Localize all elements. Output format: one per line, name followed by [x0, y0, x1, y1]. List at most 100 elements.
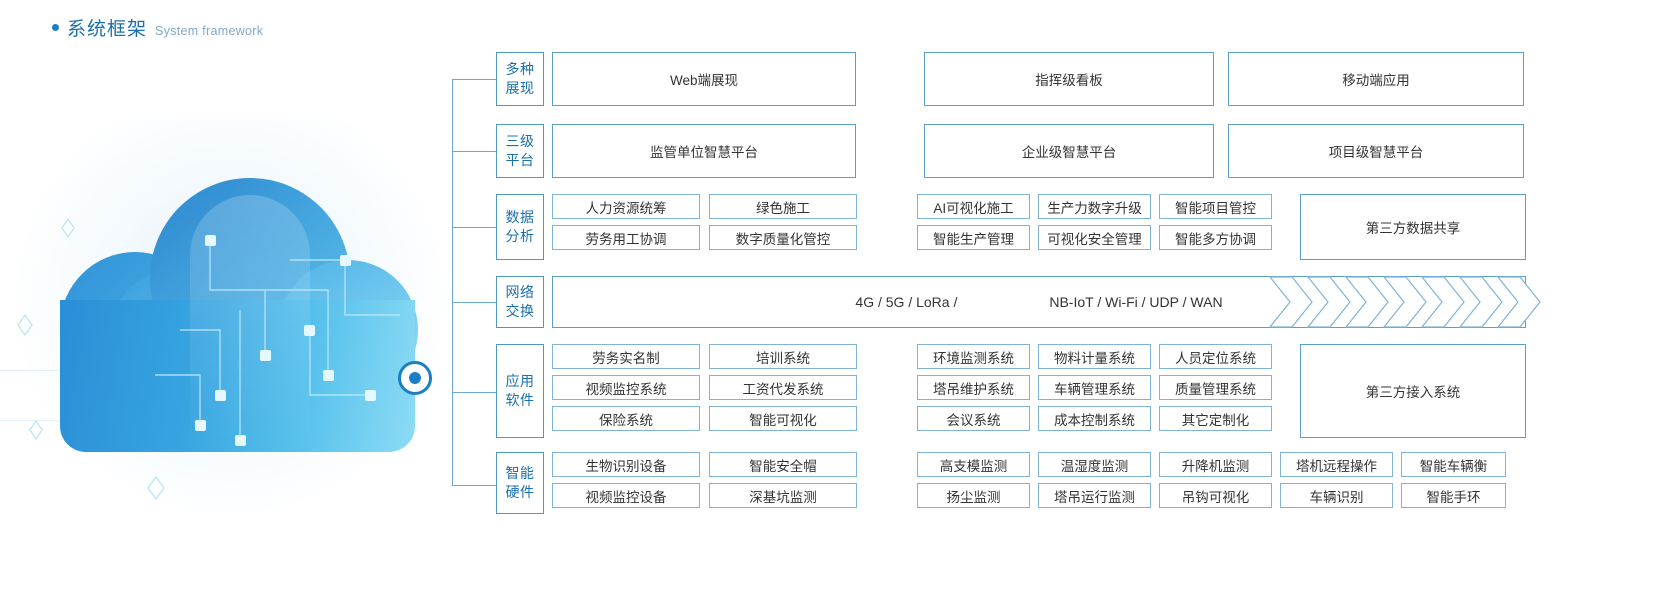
tree-branch: [452, 227, 496, 228]
row-label-platform: 三级 平台: [496, 124, 544, 178]
card-quality-management[interactable]: 质量管理系统: [1159, 375, 1272, 400]
circuit-overlay: [60, 180, 420, 455]
card-labor-real-name[interactable]: 劳务实名制: [552, 344, 700, 369]
row-label-line1: 网络: [505, 284, 535, 300]
row-label-line2: 展现: [505, 80, 535, 96]
card-hook-visualization[interactable]: 吊钩可视化: [1159, 483, 1272, 508]
row-application-software: 应用 软件 劳务实名制 培训系统 环境监测系统 物料计量系统 人员定位系统 视频…: [496, 344, 1526, 438]
cell-row: 监管单位智慧平台 企业级智慧平台 项目级智慧平台: [552, 124, 1526, 178]
card-crane-maintenance[interactable]: 塔吊维护系统: [917, 375, 1030, 400]
card-smart-multiparty[interactable]: 智能多方协调: [1159, 225, 1272, 250]
row-label-display: 多种 展现: [496, 52, 544, 106]
card-training-system[interactable]: 培训系统: [709, 344, 857, 369]
card-high-formwork-monitoring[interactable]: 高支模监测: [917, 452, 1030, 477]
row-label-network: 网络 交换: [496, 276, 544, 328]
row-display: 多种 展现 Web端展现 指挥级看板 移动端应用: [496, 52, 1526, 106]
tree-branch: [452, 151, 496, 152]
row-smart-hardware: 智能 硬件 生物识别设备 智能安全帽 高支模监测 温湿度监测 升降机监测 塔机远…: [496, 452, 1526, 514]
bullet-icon: [52, 24, 59, 31]
card-meeting-system[interactable]: 会议系统: [917, 406, 1030, 431]
row-label-line2: 分析: [505, 228, 535, 244]
card-payroll-system[interactable]: 工资代发系统: [709, 375, 857, 400]
chevron-arrows-icon: [1268, 276, 1541, 328]
cell-row: 生物识别设备 智能安全帽 高支模监测 温湿度监测 升降机监测 塔机远程操作 智能…: [552, 452, 1670, 477]
floating-sparks-icon: [17, 217, 165, 501]
card-biometric-device[interactable]: 生物识别设备: [552, 452, 700, 477]
card-material-metering[interactable]: 物料计量系统: [1038, 344, 1151, 369]
row-platform: 三级 平台 监管单位智慧平台 企业级智慧平台 项目级智慧平台: [496, 124, 1526, 178]
card-video-monitoring-device[interactable]: 视频监控设备: [552, 483, 700, 508]
cell-row: 保险系统 智能可视化 会议系统 成本控制系统 其它定制化: [552, 406, 1292, 431]
row-platform-cells: 监管单位智慧平台 企业级智慧平台 项目级智慧平台: [552, 124, 1526, 178]
decor-line: [0, 420, 60, 421]
card-green-construction[interactable]: 绿色施工: [709, 194, 857, 219]
tree-branch: [452, 79, 496, 80]
row-label-hardware: 智能 硬件: [496, 452, 544, 514]
page-title-en: System framework: [155, 24, 264, 38]
card-smart-project-control[interactable]: 智能项目管控: [1159, 194, 1272, 219]
card-smart-helmet[interactable]: 智能安全帽: [709, 452, 857, 477]
row-label-line2: 硬件: [505, 484, 535, 500]
row-label-line2: 软件: [505, 392, 535, 408]
cell-row: Web端展现 指挥级看板 移动端应用: [552, 52, 1526, 106]
card-dust-monitoring[interactable]: 扬尘监测: [917, 483, 1030, 508]
card-ai-visual-construction[interactable]: AI可视化施工: [917, 194, 1030, 219]
page-title: 系统框架 System framework: [52, 14, 263, 41]
cloud-illustration: [0, 120, 470, 560]
row-data-analysis: 数据 分析 人力资源统筹 绿色施工 AI可视化施工 生产力数字升级 智能项目管控…: [496, 194, 1526, 260]
cloud-connector-node: [398, 361, 432, 395]
cell-row: 视频监控设备 深基坑监测 扬尘监测 塔吊运行监测 吊钩可视化 车辆识别 智能手环: [552, 483, 1670, 508]
row-label-line1: 多种: [505, 61, 535, 77]
card-hr-planning[interactable]: 人力资源统筹: [552, 194, 700, 219]
row-app-cells: 劳务实名制 培训系统 环境监测系统 物料计量系统 人员定位系统 视频监控系统 工…: [552, 344, 1292, 438]
card-smart-wristband[interactable]: 智能手环: [1401, 483, 1506, 508]
row-label-line1: 智能: [505, 465, 535, 481]
card-web-display[interactable]: Web端展现: [552, 52, 856, 106]
card-vehicle-management[interactable]: 车辆管理系统: [1038, 375, 1151, 400]
circuit-lines-icon: [155, 235, 400, 446]
network-flow-arrows: [1268, 276, 1568, 328]
card-hoist-monitoring[interactable]: 升降机监测: [1159, 452, 1272, 477]
cell-row: 视频监控系统 工资代发系统 塔吊维护系统 车辆管理系统 质量管理系统: [552, 375, 1292, 400]
page-title-zh: 系统框架: [67, 19, 148, 40]
card-project-platform[interactable]: 项目级智慧平台: [1228, 124, 1524, 178]
card-enterprise-platform[interactable]: 企业级智慧平台: [924, 124, 1214, 178]
card-smart-visualization[interactable]: 智能可视化: [709, 406, 857, 431]
card-supervision-platform[interactable]: 监管单位智慧平台: [552, 124, 856, 178]
card-crane-remote-operation[interactable]: 塔机远程操作: [1280, 452, 1393, 477]
card-digital-quality-control[interactable]: 数字质量化管控: [709, 225, 857, 250]
card-environment-monitoring[interactable]: 环境监测系统: [917, 344, 1030, 369]
card-third-party-data-sharing[interactable]: 第三方数据共享: [1300, 194, 1526, 260]
tree-branch: [452, 485, 496, 486]
card-smart-weighbridge[interactable]: 智能车辆衡: [1401, 452, 1506, 477]
row-label-line1: 数据: [505, 209, 535, 225]
card-personnel-positioning[interactable]: 人员定位系统: [1159, 344, 1272, 369]
card-insurance-system[interactable]: 保险系统: [552, 406, 700, 431]
tree-branch: [452, 302, 496, 303]
card-video-surveillance-system[interactable]: 视频监控系统: [552, 375, 700, 400]
cloud-base: [60, 300, 415, 452]
row-hw-cells: 生物识别设备 智能安全帽 高支模监测 温湿度监测 升降机监测 塔机远程操作 智能…: [552, 452, 1670, 514]
card-crane-operation-monitoring[interactable]: 塔吊运行监测: [1038, 483, 1151, 508]
card-labor-coordination[interactable]: 劳务用工协调: [552, 225, 700, 250]
tree-branch: [452, 392, 496, 393]
row-data-cells: 人力资源统筹 绿色施工 AI可视化施工 生产力数字升级 智能项目管控 劳务用工协…: [552, 194, 1292, 260]
card-mobile-app[interactable]: 移动端应用: [1228, 52, 1524, 106]
card-third-party-access-system[interactable]: 第三方接入系统: [1300, 344, 1526, 438]
decor-line: [0, 370, 90, 371]
tree-spine: [452, 79, 453, 485]
row-label-line1: 应用: [505, 373, 535, 389]
cell-row: 劳务用工协调 数字质量化管控 智能生产管理 可视化安全管理 智能多方协调: [552, 225, 1292, 250]
card-command-dashboard[interactable]: 指挥级看板: [924, 52, 1214, 106]
row-label-line1: 三级: [505, 133, 535, 149]
card-smart-production-mgmt[interactable]: 智能生产管理: [917, 225, 1030, 250]
row-label-data-analysis: 数据 分析: [496, 194, 544, 260]
card-other-customization[interactable]: 其它定制化: [1159, 406, 1272, 431]
card-vehicle-recognition[interactable]: 车辆识别: [1280, 483, 1393, 508]
card-temp-humidity-monitoring[interactable]: 温湿度监测: [1038, 452, 1151, 477]
network-text-left: 4G / 5G / LoRa /: [855, 294, 958, 310]
card-cost-control[interactable]: 成本控制系统: [1038, 406, 1151, 431]
card-visual-safety-mgmt[interactable]: 可视化安全管理: [1038, 225, 1151, 250]
card-productivity-digital[interactable]: 生产力数字升级: [1038, 194, 1151, 219]
card-deep-pit-monitoring[interactable]: 深基坑监测: [709, 483, 857, 508]
